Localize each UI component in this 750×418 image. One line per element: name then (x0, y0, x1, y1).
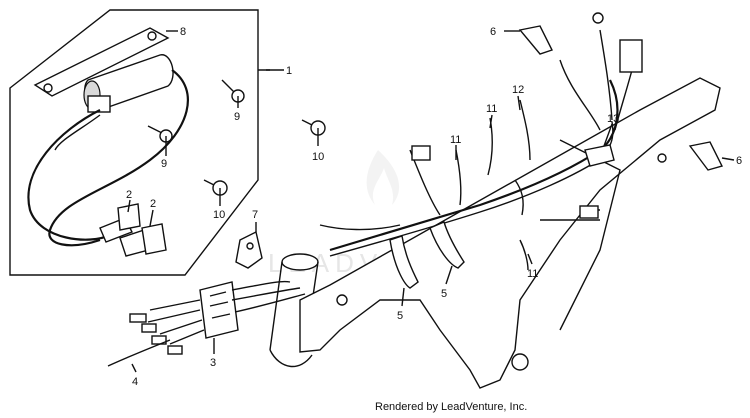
plug-cap-2-left (117, 203, 141, 231)
leader-lines (127, 30, 735, 373)
callout-8: 8 (180, 26, 186, 38)
bolt-9-upper (221, 79, 245, 103)
callout-7: 7 (252, 209, 258, 221)
callout-12: 12 (512, 84, 524, 96)
callout-11-mid: 11 (486, 103, 497, 115)
bolt-9-lower (147, 125, 173, 143)
frame-head-pipe (269, 253, 319, 368)
callout-4: 4 (132, 376, 138, 388)
bolt-10-lower (203, 179, 228, 196)
callout-13: 13 (607, 113, 619, 125)
motorcycle-frame (299, 77, 721, 389)
connector-block-3 (129, 280, 306, 355)
callout-5-left: 5 (397, 310, 403, 322)
callout-6-right: 6 (736, 155, 742, 167)
callout-2-left: 2 (126, 189, 132, 201)
cable-clip-6-top (518, 25, 553, 55)
harness-clamp-5-right (429, 221, 465, 269)
watermark-flame-icon (366, 150, 400, 205)
callout-10-lower: 10 (213, 209, 225, 221)
cable-clip-6-right (688, 141, 724, 171)
ground-wire-4 (107, 339, 171, 367)
callout-6-top: 6 (490, 26, 496, 38)
callout-2-right: 2 (150, 198, 156, 210)
footer-credit: Rendered by LeadVenture, Inc. (375, 401, 527, 413)
callout-3: 3 (210, 357, 216, 369)
bracket-7 (235, 230, 263, 269)
callout-5-right: 5 (441, 288, 447, 300)
plug-cap-2-right (141, 223, 167, 255)
callout-1: 1 (286, 65, 292, 77)
ignition-coil-assembly (9, 9, 270, 276)
bolt-10-upper (301, 119, 326, 136)
main-wire-harness (319, 12, 643, 257)
holder-13 (584, 121, 615, 167)
callout-11-left: 11 (450, 134, 461, 146)
callout-9-lower: 9 (161, 158, 167, 170)
callout-9-upper: 9 (234, 111, 240, 123)
callout-10-upper: 10 (312, 151, 324, 163)
harness-clamp-5-left (389, 235, 419, 289)
callout-11-lower: 11 (527, 268, 538, 280)
band-clamp-12 (519, 99, 531, 161)
